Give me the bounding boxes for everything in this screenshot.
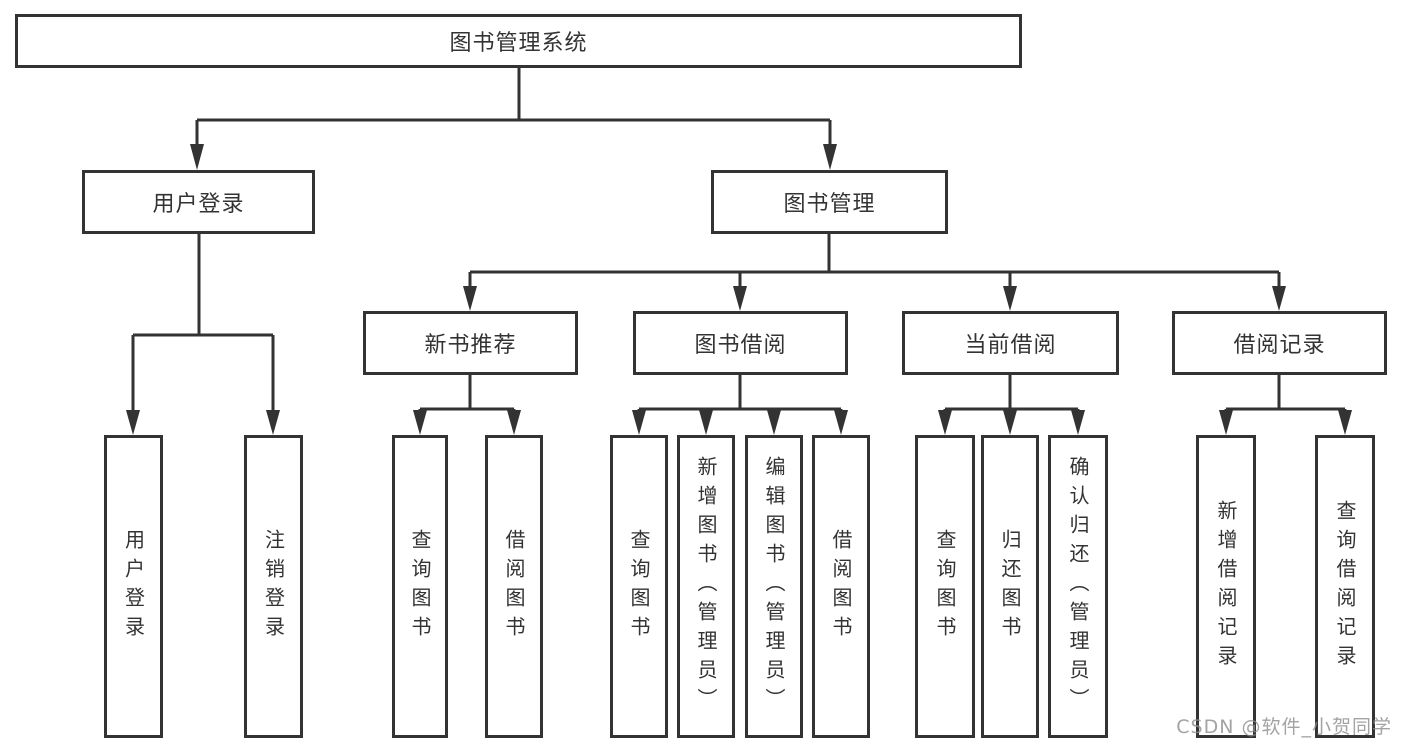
leaf-query-books-borrow: 查询图书 [610,435,668,738]
leaf-label: 查询借阅记录 [1333,499,1357,674]
leaf-add-borrow-record: 新增借阅记录 [1196,435,1256,738]
connector-user-login-to-children [126,233,280,435]
leaf-label: 查询图书 [627,528,651,645]
arrowhead [1338,410,1352,435]
arrowhead [834,410,848,435]
arrowhead [507,410,521,435]
arrowhead [126,410,140,435]
arrowhead [823,144,837,170]
node-user-login: 用户登录 [82,170,315,234]
leaf-label: 用户登录 [121,528,146,645]
arrowhead [1071,410,1085,435]
leaf-add-books-admin: 新增图书（管理员） [677,435,735,738]
leaf-query-books-current: 查询图书 [915,435,975,738]
leaf-return-books: 归还图书 [981,435,1039,738]
arrowhead [1272,286,1286,311]
node-current-borrow: 当前借阅 [902,311,1119,375]
node-borrow-records: 借阅记录 [1172,311,1387,375]
arrowhead [938,410,952,435]
leaf-user-login: 用户登录 [104,435,163,738]
leaf-borrow-books: 借阅图书 [812,435,870,738]
leaf-label: 归还图书 [998,528,1022,645]
arrowhead [1219,410,1233,435]
leaf-label: 查询图书 [408,528,432,645]
leaf-label: 新增图书（管理员） [694,456,718,717]
arrowhead [1003,410,1017,435]
leaf-borrow-books-recommend: 借阅图书 [485,435,543,738]
leaf-query-borrow-record: 查询借阅记录 [1315,435,1375,738]
leaf-label: 借阅图书 [829,528,853,645]
leaf-label: 借阅图书 [502,528,526,645]
arrowhead [1003,286,1017,311]
connector-book-borrow-to-children [632,375,848,435]
arrowhead [190,144,204,170]
arrowhead [767,410,781,435]
arrowhead [733,286,747,311]
leaf-label: 新增借阅记录 [1214,499,1238,674]
node-book-management: 图书管理 [711,170,948,234]
arrowhead [413,410,427,435]
leaf-query-books-recommend: 查询图书 [392,435,448,738]
arrowhead [266,410,280,435]
connector-book-management-to-level3 [463,233,1286,311]
leaf-label: 查询图书 [933,528,957,645]
arrowhead [699,410,713,435]
leaf-label: 注销登录 [261,528,286,645]
connector-new-book-recommend-to-children [413,375,521,435]
leaf-edit-books-admin: 编辑图书（管理员） [745,435,803,738]
node-new-book-recommend: 新书推荐 [363,311,578,375]
node-book-borrow: 图书借阅 [633,311,848,375]
arrowhead [463,286,477,311]
arrowhead [632,410,646,435]
leaf-label: 确认归还（管理员） [1066,456,1090,717]
connector-borrow-records-to-children [1219,375,1352,435]
connector-root-to-level2 [190,68,837,170]
connector-current-borrow-to-children [938,375,1085,435]
leaf-label: 编辑图书（管理员） [762,456,786,717]
leaf-confirm-return-admin: 确认归还（管理员） [1048,435,1108,738]
leaf-logout: 注销登录 [244,435,303,738]
node-library-management-system: 图书管理系统 [15,14,1022,68]
csdn-watermark: CSDN @软件_小贺同学 [1176,716,1392,738]
